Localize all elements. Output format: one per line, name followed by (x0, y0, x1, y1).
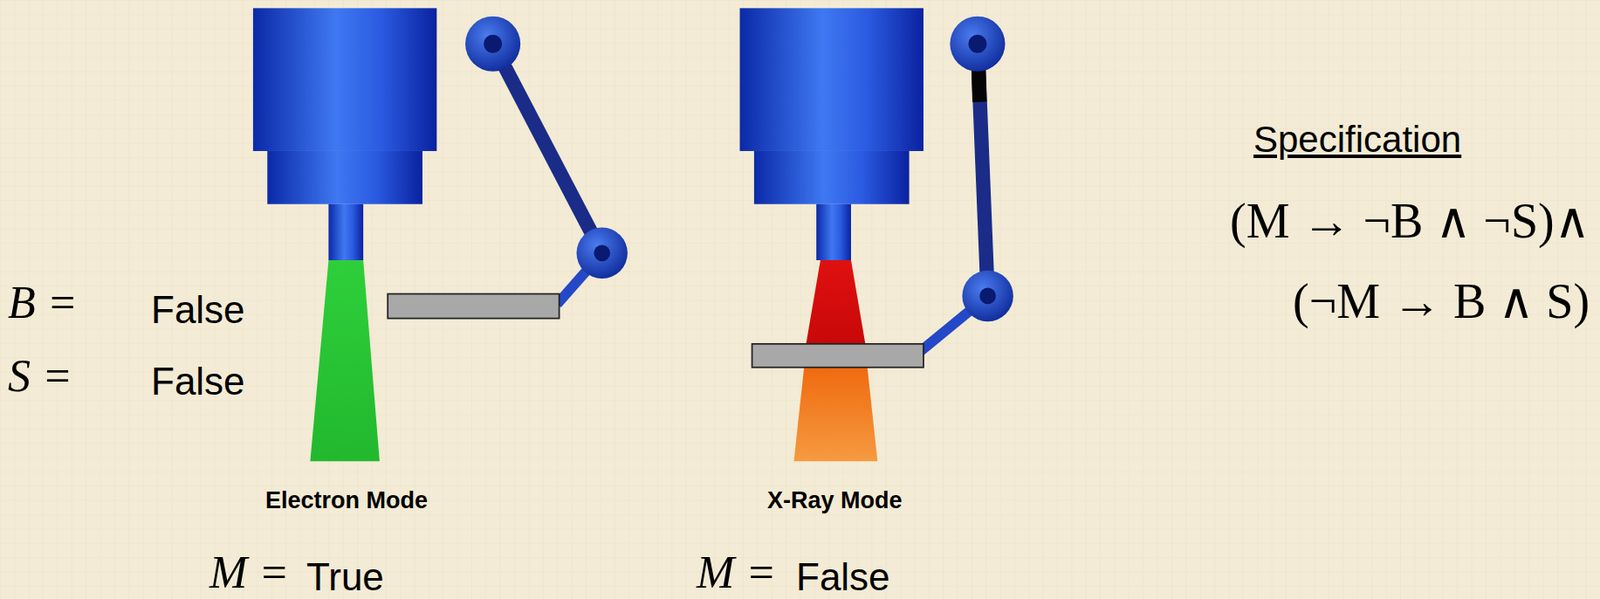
label: False (151, 361, 246, 402)
label: S = (7, 352, 73, 401)
xray-machine (740, 7, 1014, 461)
label: Specification (1253, 120, 1462, 159)
label: True (306, 556, 385, 598)
label: B = (7, 279, 78, 328)
electron-machine (253, 7, 628, 461)
label: M = (696, 549, 776, 598)
label: X-Ray Mode (767, 487, 903, 513)
label: (M → ¬B ∧ ¬S)∧ (1229, 195, 1591, 248)
label: M = (209, 549, 289, 598)
label: False (796, 556, 891, 598)
label: False (151, 289, 246, 330)
label: Electron Mode (265, 487, 428, 513)
label: (¬M → B ∧ S) (1292, 275, 1590, 328)
